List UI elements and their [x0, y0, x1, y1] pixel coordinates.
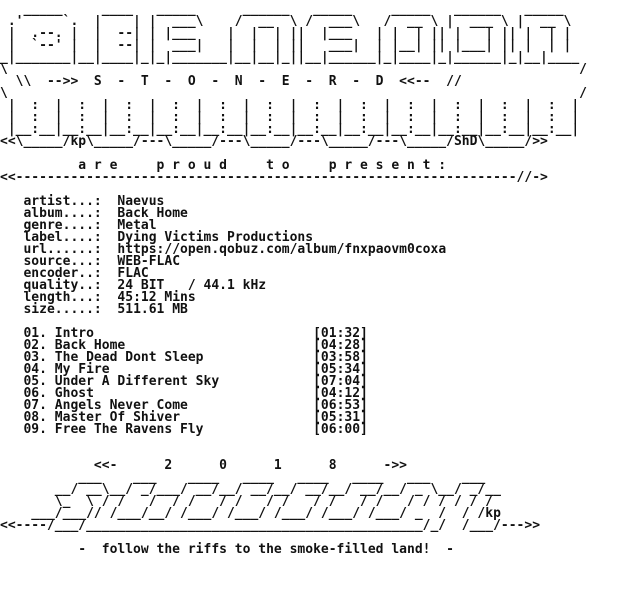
- field-key: label....:: [23, 230, 102, 245]
- field-row-genre: genre....: Metal: [0, 218, 624, 233]
- track-title: Angels Never Come: [54, 398, 188, 413]
- header-art-line: <<\_____/kp\_____/---\_____/---\_____/--…: [0, 134, 548, 149]
- track-duration: [06:00]: [313, 422, 368, 437]
- year-line: <<- 2 0 1 8 ->>: [0, 458, 407, 473]
- field-row-quality: quality..: 24 BIT / 44.1 kHz: [0, 278, 624, 293]
- field-key: size.....:: [23, 302, 102, 317]
- field-row-source: source...: WEB-FLAC: [0, 254, 624, 269]
- footer-art-line: <<----/___/_____________________________…: [0, 518, 541, 533]
- track-title: Master Of Shiver: [54, 410, 181, 425]
- track-duration: [05:31]: [313, 410, 368, 425]
- track-row: 04. My Fire [05:34]: [0, 362, 624, 377]
- track-number: 07.: [23, 398, 47, 413]
- track-duration: [06:53]: [313, 398, 368, 413]
- field-value: Dying Victims Productions: [117, 230, 314, 245]
- header-art-line: | : | : | : | : | : | : | : | : | : | : …: [0, 110, 580, 125]
- field-value: 24 BIT / 44.1 kHz: [117, 278, 267, 293]
- nfo-document: _____ ____ _____ ______ _____ _____ ____…: [0, 4, 624, 556]
- field-key: length...:: [23, 290, 102, 305]
- header-art-line: _|_______|__|____|_|_|_______|__|__|_||_…: [0, 50, 580, 65]
- track-title: My Fire: [54, 362, 110, 377]
- track-row: 03. The Dead Dont Sleep [03:58]: [0, 350, 624, 365]
- field-value: WEB-FLAC: [117, 254, 181, 269]
- track-duration: [01:32]: [313, 326, 368, 341]
- track-row: 05. Under A Different Sky [07:04]: [0, 374, 624, 389]
- header-banner-art: _____ ____ _____ ______ _____ _____ ____…: [0, 4, 624, 148]
- field-row-album: album....: Back Home: [0, 206, 624, 221]
- field-value: FLAC: [117, 266, 149, 281]
- header-art-line: _____ ____ _____ ______ _____ _____ ____…: [0, 4, 564, 17]
- field-key: encoder..:: [23, 266, 102, 281]
- header-art-line: | .--. | | --| | |___ | | | || |___ | | …: [0, 26, 572, 41]
- field-key: source...:: [23, 254, 102, 269]
- track-row: 06. Ghost [04:12]: [0, 386, 624, 401]
- field-key: genre....:: [23, 218, 102, 233]
- track-number: 06.: [23, 386, 47, 401]
- field-key: quality..:: [23, 278, 102, 293]
- tagline: - follow the riffs to the smoke-filled l…: [0, 542, 454, 556]
- header-art-line: .' `. | | | ___\ / __ \ / ___\ / __ \ | …: [0, 14, 572, 29]
- track-title: The Dead Dont Sleep: [54, 350, 204, 365]
- release-info: artist...: Naevus album....: Back Home g…: [0, 194, 624, 317]
- field-value: Back Home: [117, 206, 188, 221]
- track-number: 05.: [23, 374, 47, 389]
- field-row-url: url......: https://open.qobuz.com/album/…: [0, 242, 624, 257]
- field-key: url......:: [23, 242, 102, 257]
- track-row: 01. Intro [01:32]: [0, 326, 624, 341]
- field-key: album....:: [23, 206, 102, 221]
- header-art-line: \ /: [0, 62, 587, 77]
- track-number: 09.: [23, 422, 47, 437]
- track-number: 02.: [23, 338, 47, 353]
- field-row-artist: artist...: Naevus: [0, 194, 624, 209]
- field-value: 45:12 Mins: [117, 290, 196, 305]
- track-row: 08. Master Of Shiver [05:31]: [0, 410, 624, 425]
- track-duration: [04:12]: [313, 386, 368, 401]
- footer-art-line: ___ ___ ____ ____ ____ ____ ___ ___: [0, 470, 486, 485]
- track-duration: [05:34]: [313, 362, 368, 377]
- field-row-size: size.....: 511.61 MB: [0, 302, 624, 317]
- track-number: 03.: [23, 350, 47, 365]
- track-number: 01.: [23, 326, 47, 341]
- track-title: Under A Different Sky: [54, 374, 220, 389]
- footer-banner-art: ___ ___ ____ ____ ____ ____ ___ ___ __/ …: [0, 470, 624, 533]
- field-row-encoder: encoder..: FLAC: [0, 266, 624, 281]
- track-row: 09. Free The Ravens Fly [06:00]: [0, 422, 624, 437]
- track-title: Free The Ravens Fly: [54, 422, 204, 437]
- track-duration: [04:28]: [313, 338, 368, 353]
- footer-art-line: ___/___// /___/__/ /___/ /___/ /___/ /__…: [0, 506, 501, 521]
- track-title: Ghost: [54, 386, 94, 401]
- field-value: Metal: [117, 218, 157, 233]
- present-line: a r e p r o u d t o p r e s e n t :: [0, 158, 447, 173]
- footer-art-line: \_ \ / / / / / / / / / / / / / / / / / /…: [0, 494, 494, 509]
- track-title: Back Home: [54, 338, 126, 353]
- divider-line: <<--------------------------------------…: [0, 170, 548, 185]
- field-value: 511.61 MB: [117, 302, 188, 317]
- header-art-line: | `--' | | --| | ___| | | | || ___| | |_…: [0, 38, 572, 53]
- header-art-line: |__:__|__:__|__:__|__:__|__:__|__:__|__:…: [0, 122, 580, 137]
- track-duration: [03:58]: [313, 350, 368, 365]
- header-art-line: | : | : | : | : | : | : | : | : | : | : …: [0, 98, 580, 113]
- track-duration: [07:04]: [313, 374, 368, 389]
- field-key: artist...:: [23, 194, 102, 209]
- field-value: Naevus: [117, 194, 165, 209]
- field-row-length: length...: 45:12 Mins: [0, 290, 624, 305]
- group-name-line: \\ -->> S - T - O - N - E - R - D <<-- /…: [0, 74, 462, 89]
- header-art-line: \ /: [0, 86, 587, 101]
- track-number: 04.: [23, 362, 47, 377]
- track-number: 08.: [23, 410, 47, 425]
- field-value: https://open.qobuz.com/album/fnxpaovm0co…: [117, 242, 447, 257]
- footer-art-line: __/ __\__/ _/___/ __/__/ __/__/ __/__/ _…: [0, 482, 501, 497]
- track-spacer: [204, 422, 314, 437]
- track-title: Intro: [54, 326, 94, 341]
- tracklist: 01. Intro [01:32] 02. Back Home [04:28] …: [0, 326, 624, 437]
- track-row: 02. Back Home [04:28]: [0, 338, 624, 353]
- field-row-label: label....: Dying Victims Productions: [0, 230, 624, 245]
- track-row: 07. Angels Never Come [06:53]: [0, 398, 624, 413]
